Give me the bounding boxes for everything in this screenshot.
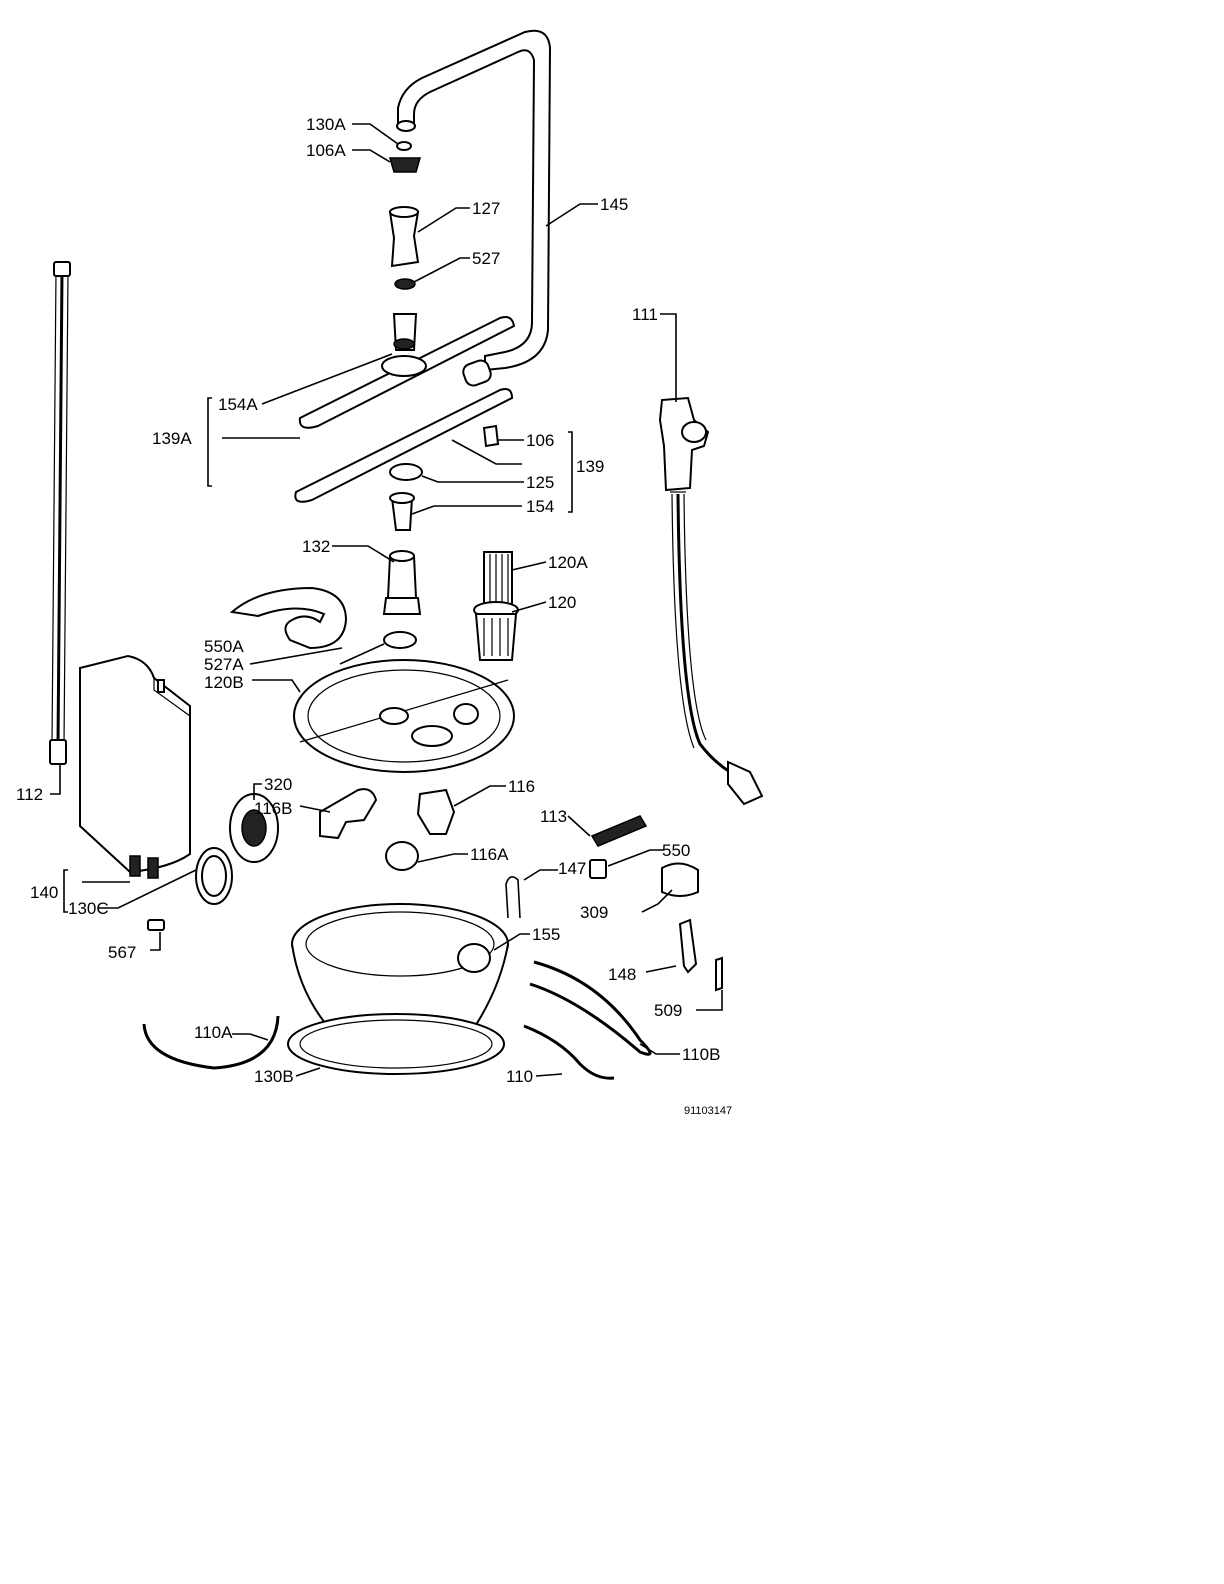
nut-106A — [389, 157, 421, 173]
fine-filter-120A — [483, 551, 513, 605]
label-130B: 130B — [254, 1067, 294, 1086]
label-550A: 550A — [204, 637, 244, 656]
valve-116 — [416, 788, 456, 835]
block-550 — [589, 859, 607, 879]
seal-110A — [142, 1015, 280, 1070]
label-106A: 106A — [306, 141, 346, 160]
seal-ring-130A — [396, 141, 412, 151]
label-120A: 120A — [548, 553, 588, 572]
label-111: 111 — [632, 305, 658, 324]
lower-spray-arm-139 — [294, 388, 514, 503]
ring-527 — [394, 278, 416, 290]
label-110A: 110A — [194, 1023, 233, 1042]
leader-lines — [50, 123, 723, 1077]
drain-hose-112 — [49, 261, 71, 765]
label-116B: 116B — [254, 799, 292, 818]
label-567: 567 — [108, 943, 136, 962]
tube-132 — [382, 550, 422, 615]
label-145: 145 — [600, 195, 628, 214]
label-110: 110 — [506, 1067, 533, 1086]
label-125: 125 — [526, 473, 554, 492]
label-120: 120 — [548, 593, 576, 612]
label-154A: 154A — [218, 395, 258, 414]
coupling-127 — [388, 206, 420, 268]
label-116: 116 — [508, 777, 535, 796]
softener-housing-140 — [79, 654, 191, 879]
label-155: 155 — [532, 925, 560, 944]
label-148: 148 — [608, 965, 636, 984]
label-110B: 110B — [682, 1045, 720, 1064]
label-147: 147 — [558, 859, 586, 878]
label-120B: 120B — [204, 673, 244, 692]
seal-ring-130C — [195, 847, 233, 905]
pin-509 — [715, 956, 723, 992]
label-132: 132 — [302, 537, 330, 556]
flap-116A — [385, 841, 419, 871]
label-527A: 527A — [204, 655, 244, 674]
clip-106 — [482, 424, 500, 448]
label-113: 113 — [540, 807, 567, 826]
label-106: 106 — [526, 431, 554, 450]
label-130A: 130A — [306, 115, 346, 134]
disc-550A — [229, 586, 348, 650]
cap-309 — [661, 862, 699, 897]
impeller-320 — [229, 793, 279, 863]
bracket-148 — [678, 918, 698, 974]
seal-110B — [529, 960, 652, 1056]
seal-ring-130B — [287, 1013, 505, 1075]
label-527: 527 — [472, 249, 500, 268]
coarse-filter-120 — [473, 601, 519, 661]
inlet-valve-111 — [658, 396, 764, 806]
label-139A: 139A — [152, 429, 192, 448]
label-154: 154 — [526, 497, 554, 516]
element-113 — [590, 815, 648, 847]
label-130C: 130C — [68, 899, 109, 918]
clip-567 — [147, 919, 165, 931]
ring-527A — [383, 631, 417, 649]
label-320: 320 — [264, 775, 292, 794]
figure-code: 91103147 — [684, 1105, 732, 1117]
hook-147 — [505, 876, 521, 919]
label-140: 140 — [30, 883, 58, 902]
label-550: 550 — [662, 841, 690, 860]
seal-110 — [523, 1024, 615, 1080]
label-116A: 116A — [470, 845, 509, 864]
filter-plate-120B — [293, 659, 515, 773]
nozzle-154 — [389, 492, 415, 531]
label-127: 127 — [472, 199, 500, 218]
label-139: 139 — [576, 457, 604, 476]
label-112: 112 — [16, 785, 43, 804]
supply-pipe-145 — [396, 29, 552, 387]
label-309: 309 — [580, 903, 608, 922]
callout-labels: 130A 106A 127 145 527 111 154A 139A 106 … — [16, 115, 732, 1117]
upper-spray-arm-139A — [298, 313, 516, 429]
label-509: 509 — [654, 1001, 682, 1020]
bracket-116B — [319, 788, 378, 840]
